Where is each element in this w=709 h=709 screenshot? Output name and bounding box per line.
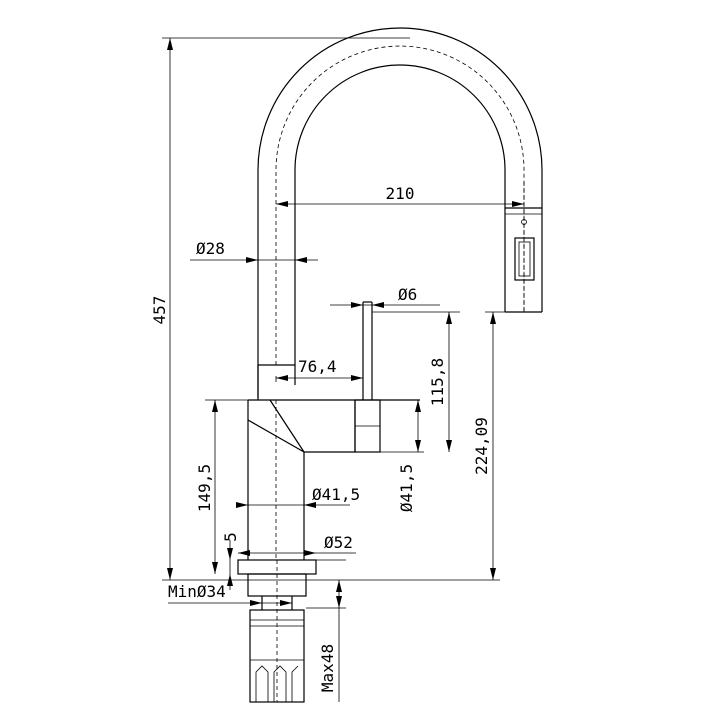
dimension-max48 <box>306 580 346 702</box>
spray-head <box>505 182 542 312</box>
dimension-52 <box>238 550 356 556</box>
label-deck-max: Max48 <box>318 644 337 692</box>
dimension-41-5-body <box>236 502 350 508</box>
dimension-min34 <box>168 600 292 606</box>
label-reach: 210 <box>386 184 415 203</box>
label-spout-height: 224,09 <box>472 417 491 475</box>
spout-outline <box>257 27 543 400</box>
label-base-thickness: 5 <box>221 532 240 542</box>
dimension-28 <box>190 257 318 263</box>
label-hole-min: MinØ34 <box>168 582 226 601</box>
label-side-diameter: Ø41,5 <box>397 464 416 512</box>
dimension-6 <box>330 302 440 308</box>
label-handle-diameter: Ø6 <box>398 285 417 304</box>
dimension-224-09 <box>490 312 496 580</box>
dimension-457 <box>167 38 173 580</box>
dimension-5 <box>227 540 233 590</box>
label-hose-diameter: Ø28 <box>196 239 225 258</box>
label-total-height: 457 <box>150 296 169 325</box>
dimension-149-5 <box>212 400 218 574</box>
label-body-diameter: Ø41,5 <box>312 485 360 504</box>
label-base-diameter: Ø52 <box>324 533 353 552</box>
base-and-shank <box>237 559 317 703</box>
dimension-76-4 <box>276 375 363 381</box>
label-handle-height: 115,8 <box>428 358 447 406</box>
label-body-height: 149,5 <box>195 464 214 512</box>
label-lever-offset: 76,4 <box>298 357 337 376</box>
dimension-115-8 <box>446 312 452 452</box>
faucet-body <box>247 364 420 560</box>
lever-handle <box>362 301 373 400</box>
dimension-41-5-side <box>415 400 421 452</box>
dimension-210 <box>276 201 524 207</box>
extension-lines <box>162 37 505 581</box>
